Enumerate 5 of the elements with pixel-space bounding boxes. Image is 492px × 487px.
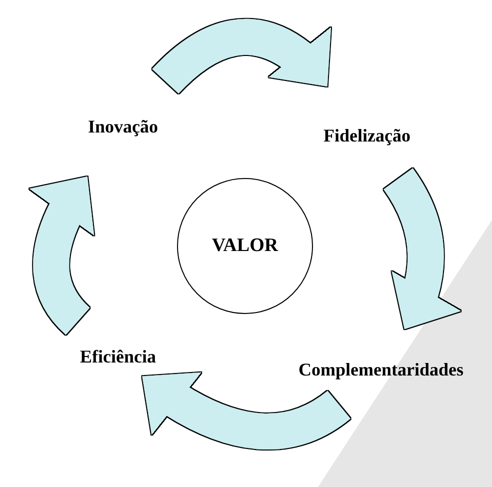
stage-label: Inovação xyxy=(88,116,158,138)
stage-label: Fidelização xyxy=(324,126,410,146)
stage-label: Complementaridades xyxy=(298,360,464,380)
node-label: VALOR xyxy=(212,235,278,257)
stage-label: Eficiência xyxy=(80,346,156,368)
